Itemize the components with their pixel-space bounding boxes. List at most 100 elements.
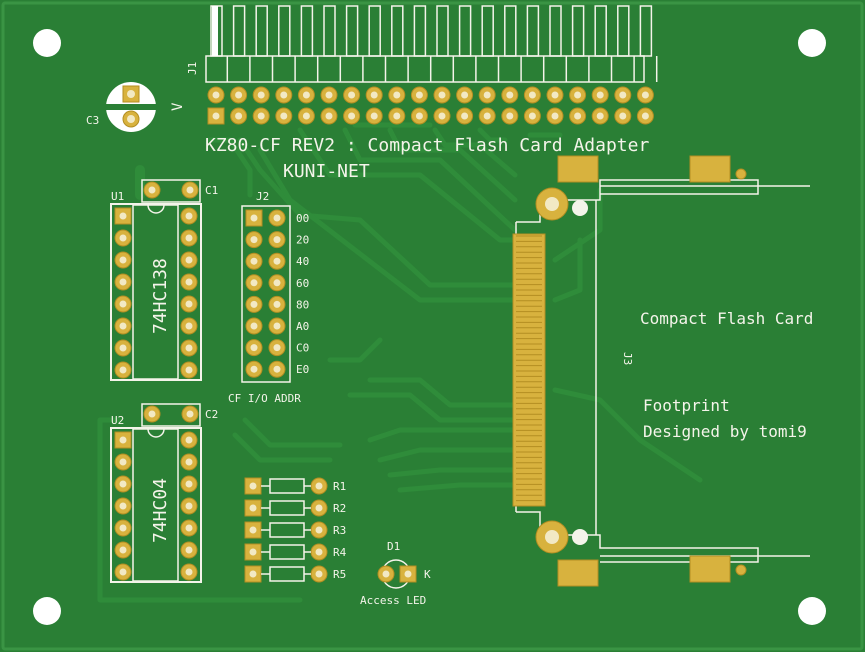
led-d1-caption: Access LED <box>360 594 426 607</box>
header-j1-pad-hole <box>596 112 604 120</box>
capacitor-c2-outline <box>141 403 201 427</box>
jumper-j2-pin-hole <box>250 344 258 352</box>
copper-traces <box>97 122 703 603</box>
ic-u2-notch <box>147 428 165 438</box>
resistor-pad-hole <box>315 570 323 578</box>
capacitor-c3-pad-2-hole <box>127 115 135 123</box>
header-j1-pad-hole <box>212 91 220 99</box>
ic-u2-pin-hole <box>185 502 193 510</box>
ic-u2-pin-hole <box>119 502 127 510</box>
jumper-j2-pin-hole <box>273 365 281 373</box>
ic-u1-pin-hole <box>185 366 193 374</box>
jumper-j2-pin-hole <box>273 300 281 308</box>
resistor-pad-hole <box>249 570 257 578</box>
cf-footprint-line1: Footprint <box>643 396 730 415</box>
ic-u2-pin-hole <box>119 458 127 466</box>
jumper-j2-pin-hole <box>250 236 258 244</box>
jumper-j2-address-label: 20 <box>296 234 309 247</box>
resistor-pad-hole <box>249 504 257 512</box>
mounting-hole-br <box>798 597 826 625</box>
jumper-j2-address-label: 60 <box>296 277 309 290</box>
ic-u2-pin-hole <box>119 524 127 532</box>
jumper-j2-pin-hole <box>250 214 258 222</box>
resistor-ref: R5 <box>333 568 346 581</box>
header-j1-pad-hole <box>551 91 559 99</box>
jumper-j2-address-label: 40 <box>296 255 309 268</box>
jumper-j2-pin-hole <box>250 257 258 265</box>
header-j1-pad-hole <box>506 91 514 99</box>
resistor-pad-hole <box>249 482 257 490</box>
cf-socket-outline-bottom <box>516 511 759 563</box>
header-j1-pad-hole <box>302 91 310 99</box>
board-title: KZ80-CF REV2 : Compact Flash Card Adapte… <box>205 135 649 156</box>
header-j1-pin-body <box>571 5 585 57</box>
cf-footprint-line2: Designed by tomi9 <box>643 422 807 441</box>
cf-socket-outline <box>516 179 759 223</box>
header-j1-pad-hole <box>393 91 401 99</box>
cf-mount-hole-bottom <box>572 529 588 545</box>
header-j1-pad-hole <box>302 112 310 120</box>
cf-smd-pad-1 <box>557 155 599 183</box>
header-j1-pad-hole <box>506 112 514 120</box>
resistor-ref: R4 <box>333 546 347 559</box>
jumper-j2-address-label: E0 <box>296 363 309 376</box>
resistor-pad-hole <box>315 548 323 556</box>
ic-u1-pin-hole <box>185 344 193 352</box>
header-j1-pin-body <box>300 5 314 57</box>
jumper-j2-pin-hole <box>273 279 281 287</box>
resistor-pad-hole <box>249 548 257 556</box>
header-j1-pad-hole <box>619 112 627 120</box>
cf-socket-ref: J3 <box>621 352 634 365</box>
header-j1-pin-body <box>458 5 472 57</box>
cf-socket-label: Compact Flash Card <box>640 309 813 328</box>
capacitor-c1-pad-1-hole <box>148 186 156 194</box>
header-j1-pad-hole <box>212 112 220 120</box>
ic-u1-pin-hole <box>119 366 127 374</box>
ic-u1-part: 74HC138 <box>150 258 171 334</box>
header-j1-pad-hole <box>393 112 401 120</box>
capacitor-c3-band <box>106 104 156 110</box>
ic-u2-pin-hole <box>185 436 193 444</box>
resistor-pad-hole <box>249 526 257 534</box>
ic-u1-pin-hole <box>185 212 193 220</box>
cf-small-pad-1 <box>735 168 747 180</box>
header-j1-pad-hole <box>325 112 333 120</box>
ic-u2-pin-hole <box>119 568 127 576</box>
header-j1-pad-hole <box>280 91 288 99</box>
header-j1-pin1-body <box>212 6 218 56</box>
header-j1-pad-hole <box>438 91 446 99</box>
led-d1: D1 K Access LED <box>360 540 431 607</box>
mounting-hole-tl <box>33 29 61 57</box>
header-j1-pin-body <box>436 5 449 57</box>
led-d1-pad-anode-hole <box>382 570 390 578</box>
led-d1-pad-cathode-hole <box>404 570 412 578</box>
jumper-j2-address-label: A0 <box>296 320 309 333</box>
jumper-j2-pin-hole <box>250 279 258 287</box>
header-j1-ref: J1 <box>186 62 199 75</box>
jumper-j2-pin-hole <box>250 300 258 308</box>
header-j1-pad-hole <box>257 91 265 99</box>
mounting-hole-bl <box>33 597 61 625</box>
jumper-j2-pin-hole <box>273 214 281 222</box>
header-j1-pad-hole <box>438 112 446 120</box>
jumper-j2-pin-hole <box>250 322 258 330</box>
jumper-j2-caption: CF I/O ADDR <box>228 392 301 405</box>
header-j1-pad-hole <box>325 91 333 99</box>
ic-u1-pin-hole <box>119 278 127 286</box>
capacitor-c3-pad-1-hole <box>127 90 135 98</box>
header-j1-pad-hole <box>415 91 423 99</box>
cf-smd-pad-3 <box>557 559 599 587</box>
ic-u1-pin-hole <box>185 322 193 330</box>
resistor-ref: R1 <box>333 480 346 493</box>
ic-u1-pin-hole <box>119 212 127 220</box>
ic-u1-pin-hole <box>119 256 127 264</box>
header-j1-pad-hole <box>528 112 536 120</box>
ic-u1-body <box>132 204 179 380</box>
resistor-pad-hole <box>315 482 323 490</box>
board-author: KUNI-NET <box>283 161 370 182</box>
header-j1-pin1-marker: V <box>170 102 186 111</box>
